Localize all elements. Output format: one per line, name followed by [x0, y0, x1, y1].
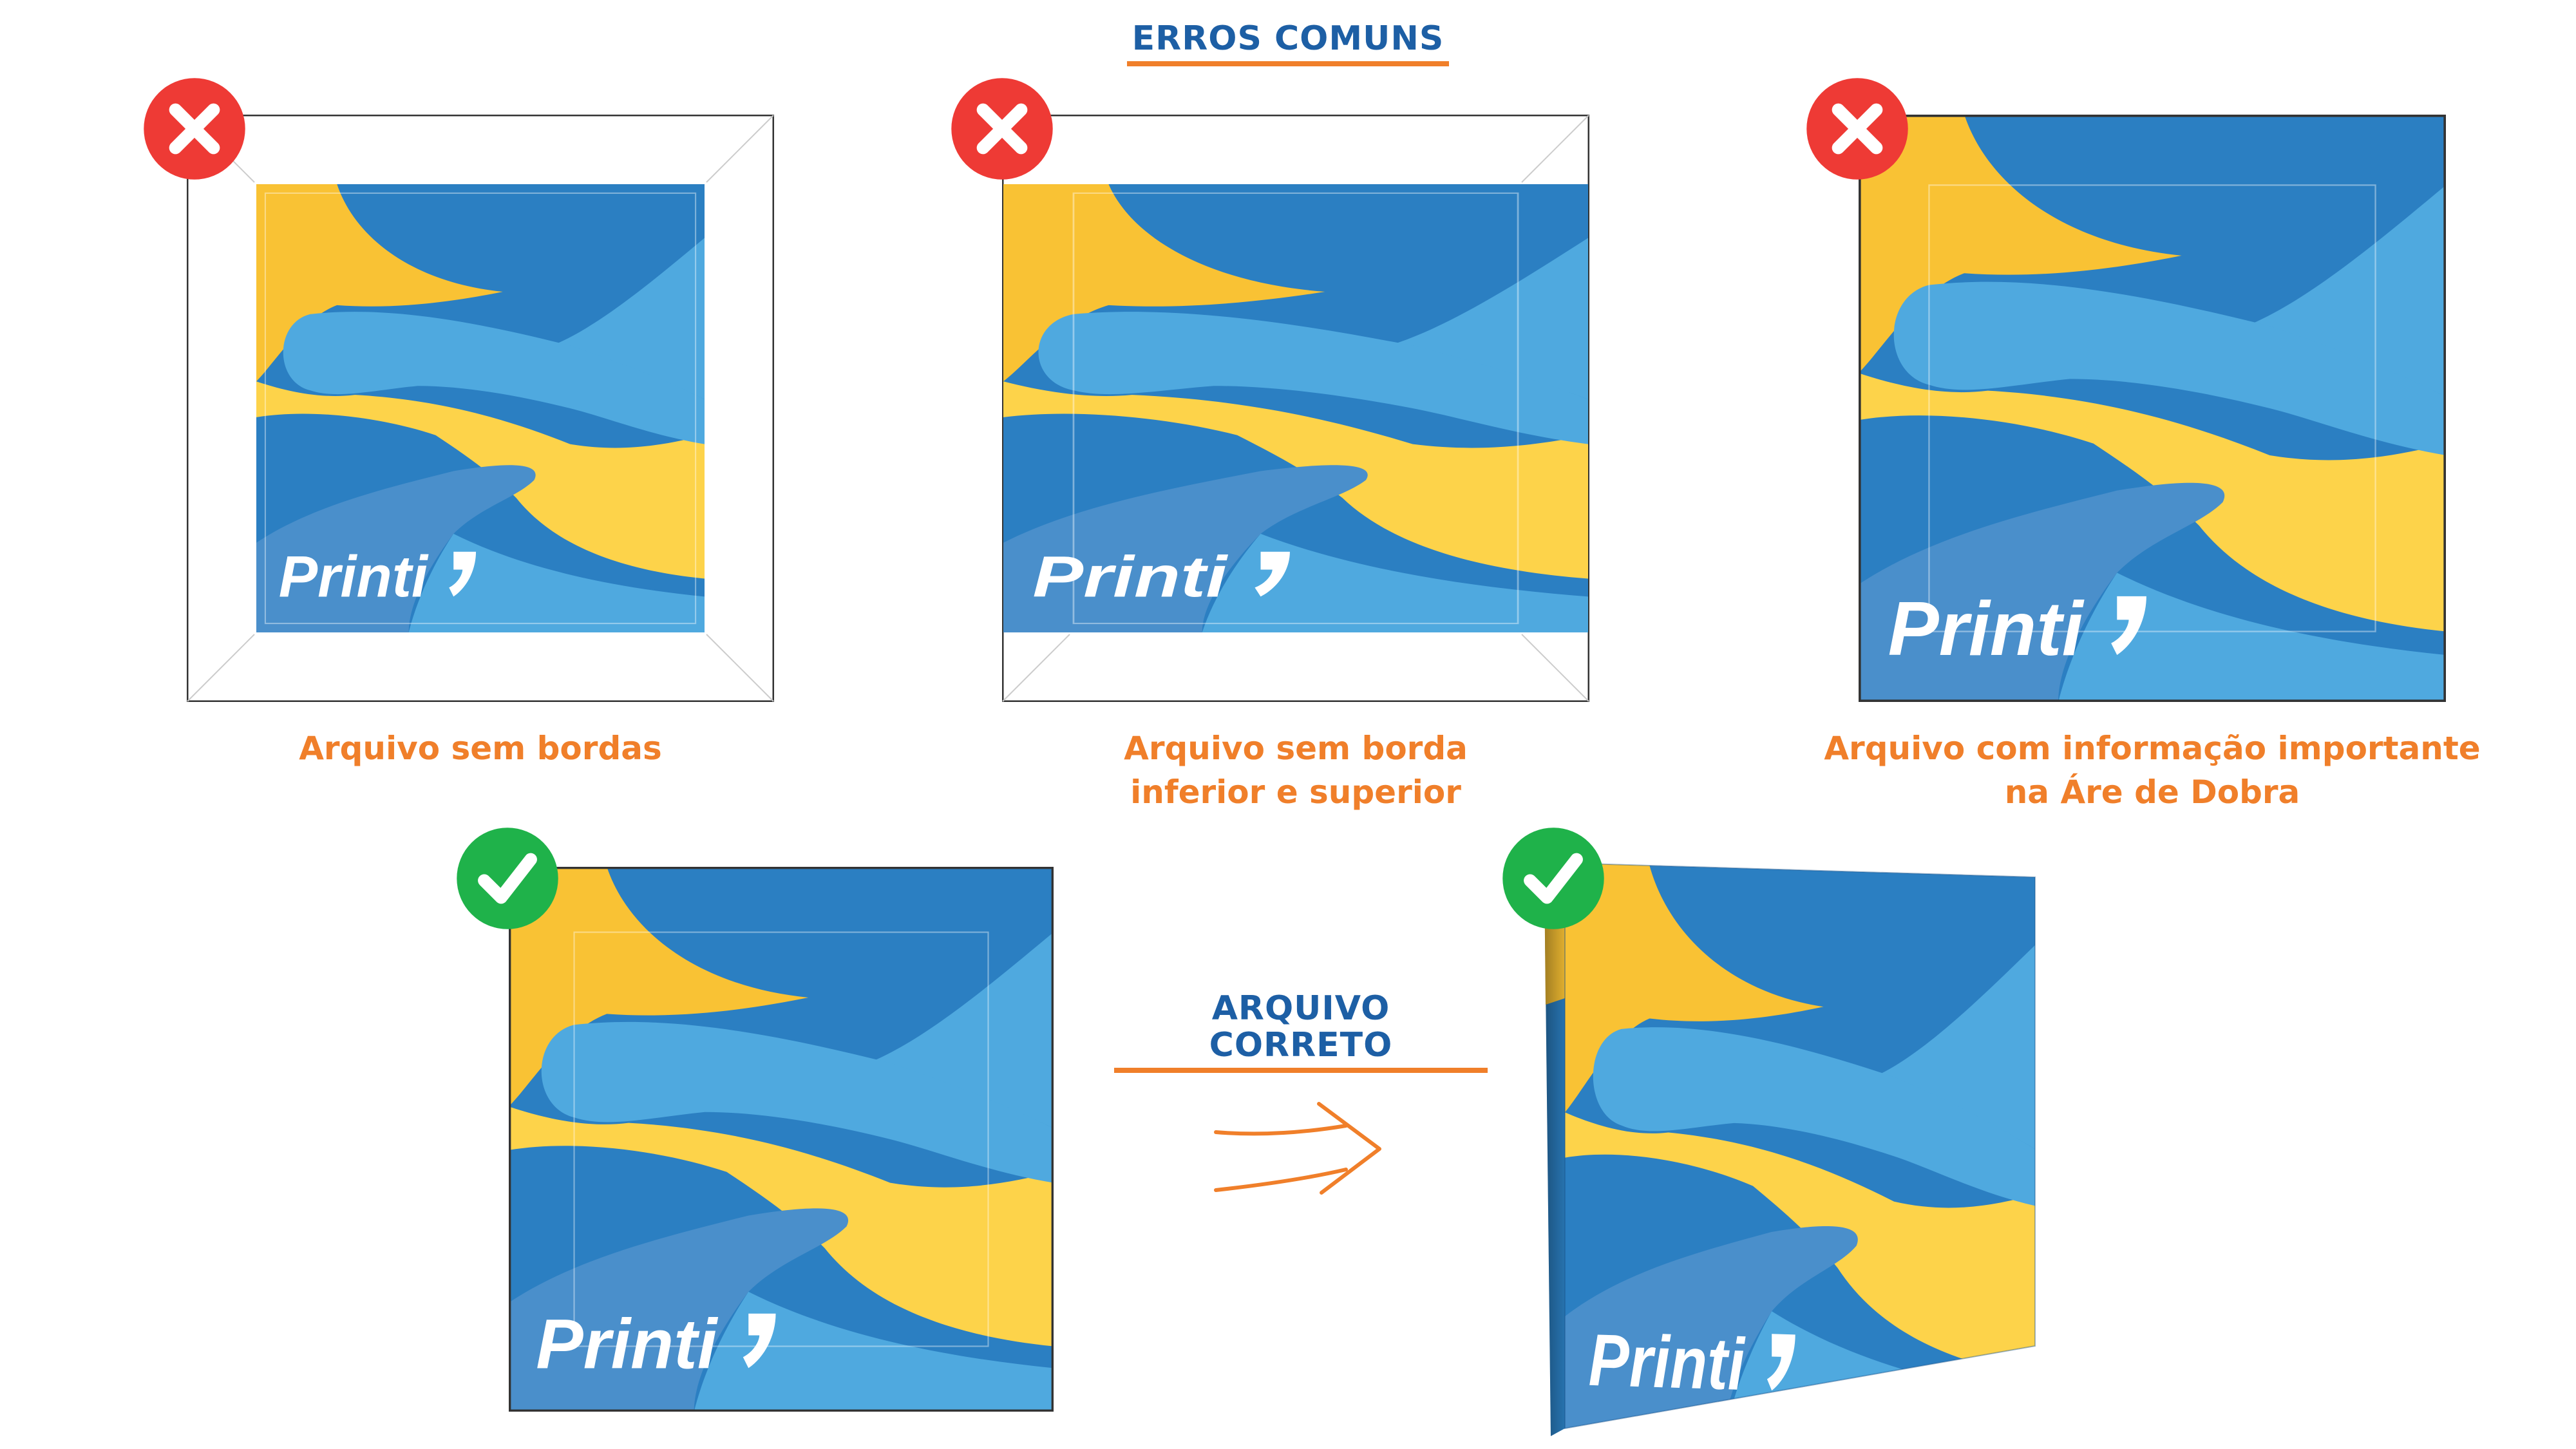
- artwork-image: [509, 867, 1054, 1412]
- caption-no-top-bottom-border: Arquivo sem borda inferior e superior: [1124, 730, 1468, 811]
- artwork-image: [1859, 115, 2446, 702]
- caption-info-in-fold-area: Arquivo com informação importante na Áre…: [1824, 730, 2481, 811]
- example-no-borders: [187, 115, 774, 702]
- example-no-top-bottom-border: [1002, 115, 1589, 702]
- x-mark-icon: [1806, 78, 1908, 180]
- x-mark-icon: [951, 78, 1053, 180]
- check-mark-icon: [1502, 828, 1604, 929]
- artwork-image: [256, 184, 705, 632]
- caption-no-borders: Arquivo sem bordas: [299, 730, 662, 767]
- canvas-mockup: [1544, 862, 2036, 1436]
- x-mark-icon: [144, 78, 245, 180]
- common-errors-heading: ERROS COMUNS: [0, 19, 2576, 67]
- example-info-in-fold-area: [1859, 115, 2446, 702]
- artwork-image: [1003, 184, 1588, 632]
- example-correct-file: [509, 867, 1054, 1412]
- check-mark-icon: [457, 828, 558, 929]
- correct-file-heading: ARQUIVO CORRETO: [1114, 990, 1488, 1074]
- arrow-right-icon: [1214, 1102, 1381, 1195]
